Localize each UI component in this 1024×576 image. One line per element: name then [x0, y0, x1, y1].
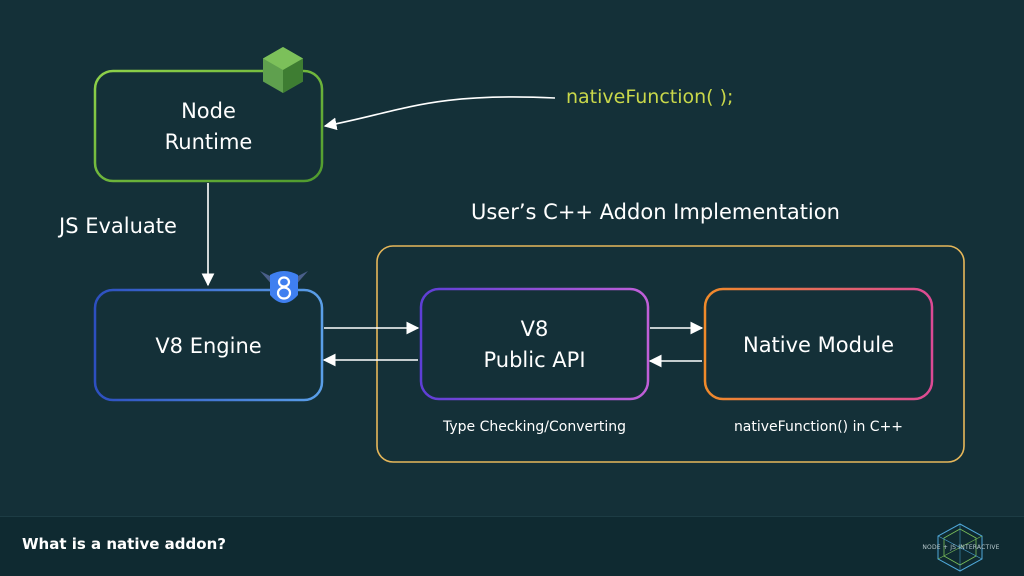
- native-module-box: [703, 287, 934, 401]
- call-arrow: [323, 96, 556, 131]
- node-runtime-line-1: Node: [181, 99, 236, 123]
- native-function-call: nativeFunction( );: [566, 86, 734, 108]
- native-cpp-caption: nativeFunction() in C++: [733, 419, 904, 435]
- slide-title: What is a native addon?: [22, 535, 226, 553]
- public-api-label: V8 Public API: [421, 314, 648, 376]
- public-api-box: [419, 287, 650, 401]
- v8-engine-label: V8 Engine: [155, 333, 262, 358]
- type-checking-caption: Type Checking/Converting: [442, 419, 627, 435]
- diagram-canvas: [93, 47, 965, 463]
- logo-text: NODE + JS INTERACTIVE: [922, 544, 1000, 551]
- native-module-label: Native Module: [742, 332, 895, 357]
- public-api-line-1: V8: [520, 317, 549, 341]
- v8-logo-icon: [260, 271, 308, 303]
- nodejs-interactive-logo-icon: NODE + JS INTERACTIVE: [910, 521, 1010, 573]
- node-runtime-line-2: Runtime: [164, 130, 253, 154]
- addon-container: [376, 245, 965, 463]
- nodejs-hexagon-icon: [263, 47, 303, 93]
- node-runtime-label: Node Runtime: [95, 96, 322, 158]
- v8-engine-box: [93, 288, 324, 402]
- addon-title: User’s C++ Addon Implementation: [471, 200, 840, 224]
- public-api-line-2: Public API: [483, 348, 586, 372]
- js-evaluate-label: JS Evaluate: [59, 214, 177, 238]
- node-runtime-box: [93, 69, 324, 183]
- footer-bar: What is a native addon? NODE + JS INTERA…: [0, 516, 1024, 576]
- logo-graphic: [937, 523, 983, 572]
